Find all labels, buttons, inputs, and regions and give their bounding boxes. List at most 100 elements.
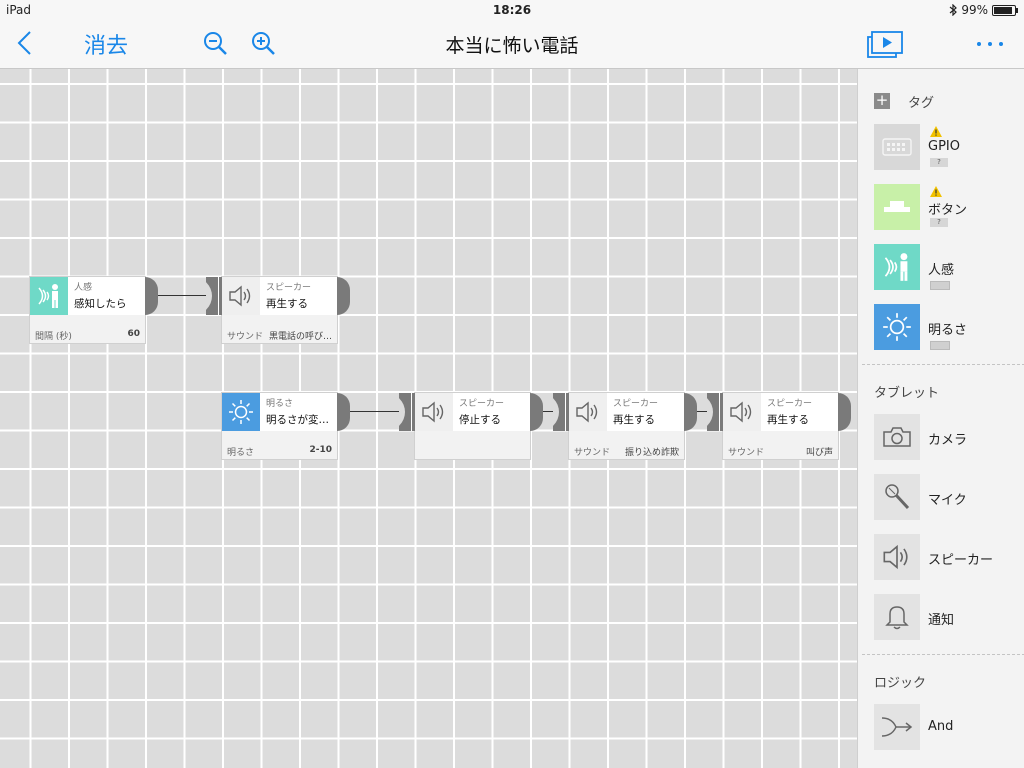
chevron-left-icon [17, 31, 31, 55]
output-port[interactable] [838, 393, 851, 431]
node-icon-box [415, 393, 453, 431]
gpio-icon [882, 138, 912, 156]
input-port[interactable] [553, 393, 569, 431]
node-param-value[interactable]: 叫び声 [805, 448, 833, 458]
node-icon-box [222, 393, 260, 431]
panel-item-label: マイク [928, 493, 967, 508]
panel-item-label: GPIO [928, 139, 960, 154]
panel-item-label: カメラ [928, 433, 968, 448]
speaker-icon [730, 401, 752, 423]
connector [697, 411, 707, 412]
flow-node-speaker-play[interactable]: スピーカー 再生する サウンド 振り込め詐欺 [553, 393, 697, 459]
panel-item-label: And [928, 719, 954, 734]
section-divider [862, 364, 1024, 365]
battery-indicator [930, 341, 950, 350]
slideshow-play-icon [867, 31, 903, 58]
battery-percent: 99% [961, 3, 988, 17]
panel-item-microphone[interactable]: マイク [874, 474, 1022, 522]
ellipsis-icon [977, 42, 1003, 46]
button-icon [884, 201, 910, 212]
node-icon-box [569, 393, 607, 431]
output-port[interactable] [337, 393, 350, 431]
camera-icon [883, 427, 911, 447]
warning-icon [930, 126, 942, 137]
zoom-in-icon [252, 32, 275, 55]
add-tag-button[interactable]: + [874, 91, 890, 109]
tile [874, 244, 920, 290]
flow-node-speaker-stop[interactable]: スピーカー 停止する [399, 393, 543, 459]
tile [874, 534, 920, 580]
node-param-value[interactable]: 2-10 [309, 445, 332, 455]
panel-item-label: 通知 [928, 613, 955, 628]
output-port[interactable] [145, 277, 158, 315]
output-port[interactable] [337, 277, 350, 315]
node-action: 再生する [613, 414, 655, 426]
node-param-label: サウンド [574, 448, 611, 458]
node-action: 再生する [266, 298, 308, 310]
flow-node-motion[interactable]: 人感 感知したら 間隔 (秒) 60 [30, 277, 158, 343]
panel-item-notification[interactable]: 通知 [874, 594, 1022, 642]
more-button[interactable] [974, 32, 1006, 56]
back-button[interactable] [14, 28, 38, 58]
connector [543, 411, 553, 412]
tile [874, 594, 920, 640]
node-type: スピーカー [459, 399, 505, 409]
node-param-label: サウンド [728, 448, 765, 458]
tile [874, 414, 920, 460]
panel-item-button[interactable]: ボタン ? [874, 184, 1022, 232]
panel-item-label: 人感 [928, 263, 955, 278]
input-port[interactable] [206, 277, 222, 315]
node-param-label: 間隔 (秒) [35, 332, 72, 342]
panel-item-camera[interactable]: カメラ [874, 414, 1022, 462]
panel-item-speaker[interactable]: スピーカー [874, 534, 1022, 582]
status-badge: ? [930, 158, 948, 167]
brightness-icon [229, 400, 253, 424]
node-param-value[interactable]: 60 [127, 329, 140, 339]
speaker-icon [576, 401, 598, 423]
node-icon-box [723, 393, 761, 431]
tile [874, 704, 920, 750]
node-type: 人感 [74, 283, 93, 293]
node-type: スピーカー [266, 283, 312, 293]
panel-item-and[interactable]: And [874, 704, 1022, 752]
output-port[interactable] [684, 393, 697, 431]
input-port[interactable] [707, 393, 723, 431]
device-name: iPad [6, 3, 32, 17]
tile [874, 474, 920, 520]
and-gate-icon [881, 717, 913, 737]
microphone-icon [885, 484, 910, 510]
delete-button[interactable]: 消去 [84, 34, 129, 59]
panel-item-label: 明るさ [928, 323, 968, 338]
clock: 18:26 [492, 3, 532, 17]
input-port[interactable] [399, 393, 415, 431]
component-panel[interactable]: + タグ GPIO ? ボタン ? [857, 69, 1024, 768]
panel-item-motion[interactable]: 人感 [874, 244, 1022, 292]
output-port[interactable] [530, 393, 543, 431]
panel-item-brightness[interactable]: 明るさ [874, 304, 1022, 352]
navigation-bar: 消去 本当に怖い電話 [0, 20, 1024, 69]
flow-node-speaker-play[interactable]: スピーカー 再生する サウンド 叫び声 [707, 393, 851, 459]
node-param-value[interactable]: 黒電話の呼び… [268, 332, 332, 342]
flow-canvas[interactable]: 人感 感知したら 間隔 (秒) 60 スピーカー 再生する サウンド 黒電話の呼… [0, 69, 857, 768]
speaker-icon [883, 544, 908, 570]
node-type: スピーカー [767, 399, 813, 409]
bluetooth-icon [949, 4, 958, 16]
bell-icon [885, 606, 909, 630]
node-action: 停止する [459, 414, 501, 426]
zoom-in-button[interactable] [251, 31, 277, 57]
speaker-icon [422, 401, 444, 423]
panel-item-gpio[interactable]: GPIO ? [874, 124, 1022, 172]
speaker-icon [229, 285, 251, 307]
status-badge: ? [930, 218, 948, 227]
connector [157, 295, 206, 296]
tile [874, 124, 920, 170]
flow-node-speaker-play[interactable]: スピーカー 再生する サウンド 黒電話の呼び… [206, 277, 350, 343]
tablet-section-title: タブレット [874, 386, 940, 401]
status-right: 99% [949, 3, 1018, 17]
zoom-out-button[interactable] [203, 31, 229, 57]
node-param-value[interactable]: 振り込め詐欺 [624, 448, 679, 458]
flow-node-brightness[interactable]: 明るさ 明るさが変… 明るさ 2-10 [222, 393, 350, 459]
play-button[interactable] [866, 28, 906, 60]
node-type: スピーカー [613, 399, 659, 409]
node-icon-box [30, 277, 68, 315]
